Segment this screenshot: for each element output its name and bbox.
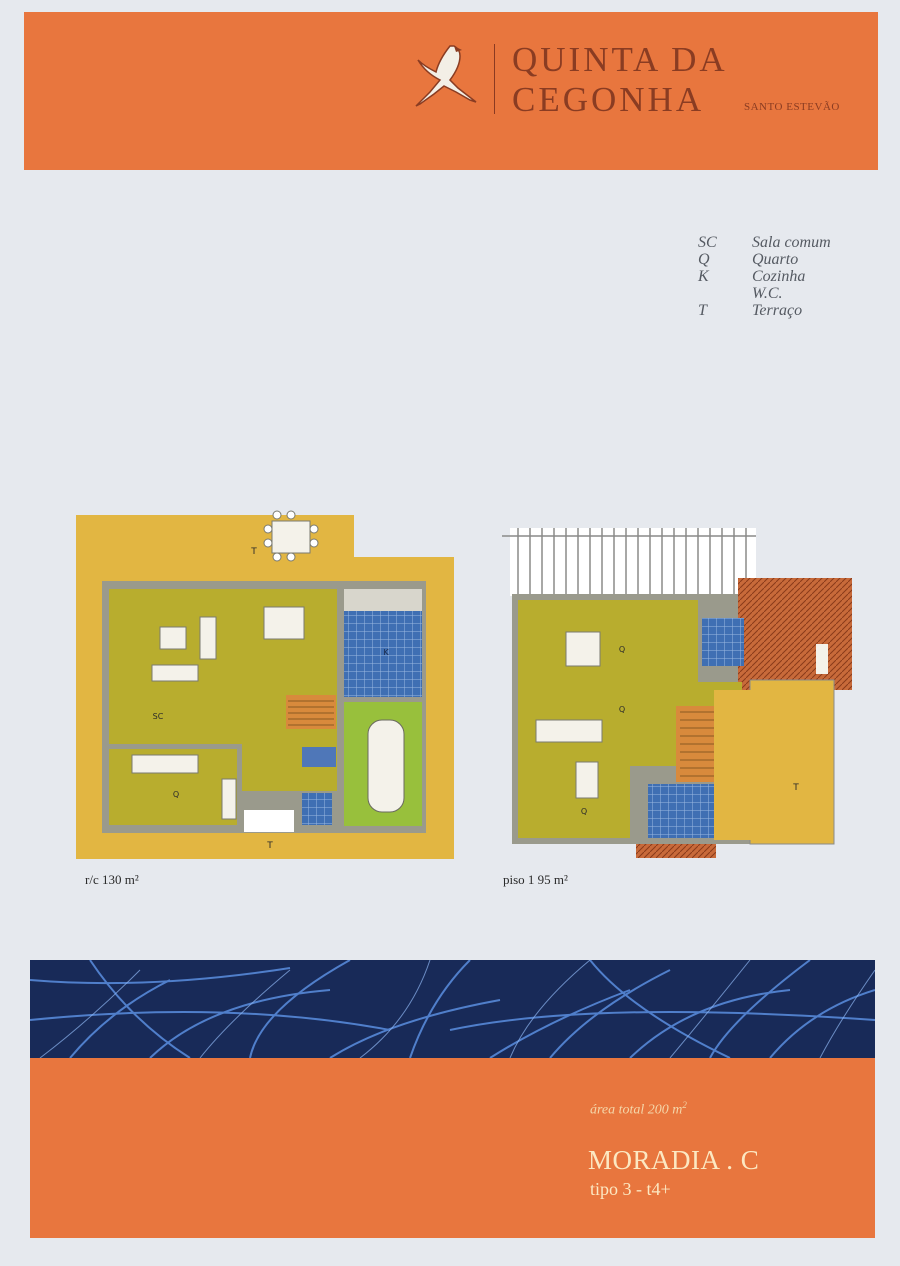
ground-floor-caption: r/c 130 m² xyxy=(85,872,139,887)
legend-row: SC Sala comum xyxy=(698,234,831,251)
upper-floor-caption: piso 1 95 m² xyxy=(503,872,568,887)
upper-floor-plan: Q Q Q T xyxy=(502,528,852,858)
legend-label: Terraço xyxy=(752,302,803,319)
living-room-mark: SC xyxy=(153,712,164,721)
logo-divider xyxy=(494,44,495,114)
bedroom-mark-b: Q xyxy=(619,705,625,714)
terrace-mark-bottom: T xyxy=(266,841,273,851)
model-title: MORADIA . C xyxy=(588,1145,760,1175)
legend-code: Q xyxy=(698,251,710,268)
legend-row: Q Quarto xyxy=(698,251,831,268)
legend-code: K xyxy=(698,268,709,285)
brand-name-line2: CEGONHA xyxy=(512,80,705,119)
legend-label: Sala comum xyxy=(752,234,831,251)
total-area-unit-exponent: 2 xyxy=(682,1100,687,1110)
legend-code: SC xyxy=(698,234,717,251)
total-area-label: área total 200 m2 xyxy=(590,1100,687,1119)
ground-floor-plan: T T SC K Q xyxy=(76,510,454,859)
legend-code: T xyxy=(698,302,707,319)
stork-icon xyxy=(415,45,477,107)
legend-row: T Terraço xyxy=(698,302,831,319)
legend-row: K Cozinha xyxy=(698,268,831,285)
brand-name-line1: QUINTA DA xyxy=(512,40,728,79)
bedroom-mark: Q xyxy=(173,790,179,799)
terrace-mark: T xyxy=(792,783,799,793)
bedroom-mark-a: Q xyxy=(619,645,625,654)
legend-label: Quarto xyxy=(752,251,799,268)
footer-band xyxy=(30,1058,875,1238)
total-area-text: área total 200 m xyxy=(590,1102,683,1118)
legend-code xyxy=(698,285,752,302)
terrace-mark-top: T xyxy=(250,547,257,557)
legend-label: Cozinha xyxy=(752,268,806,285)
legend-row: W.C. xyxy=(698,285,831,302)
header-band xyxy=(24,12,878,170)
brand-location: SANTO ESTEVÃO xyxy=(744,101,840,113)
kitchen-mark: K xyxy=(383,648,389,657)
model-type: tipo 3 - t4+ xyxy=(590,1179,671,1199)
legend-label: W.C. xyxy=(752,285,783,302)
room-legend: SC Sala comum Q Quarto K Cozinha W.C. T … xyxy=(698,234,831,319)
grass-photo xyxy=(30,960,875,1058)
bedroom-mark-c: Q xyxy=(581,807,587,816)
